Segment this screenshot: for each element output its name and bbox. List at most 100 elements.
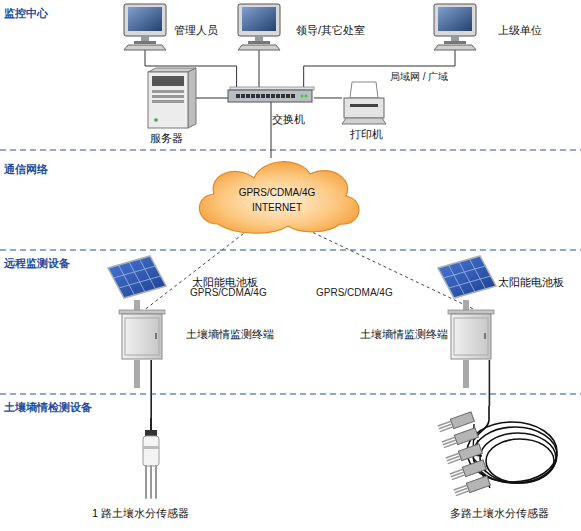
server-icon xyxy=(154,118,158,122)
section-title: 监控中心 xyxy=(4,6,48,21)
section-title: 通信网络 xyxy=(4,162,48,177)
section-divider xyxy=(0,249,581,250)
terminal-box-icon xyxy=(448,310,494,388)
switch-icon xyxy=(276,94,280,98)
single-sensor-icon xyxy=(143,418,159,498)
multi-sensor-icon xyxy=(438,421,453,431)
link-label: GPRS/CDMA/4G xyxy=(316,287,393,298)
solar-panel: 太阳能电池板 xyxy=(438,256,494,300)
multi-sensor-icon xyxy=(442,437,457,447)
switch-icon xyxy=(261,94,265,98)
device-label: 土壤墒情监测终端 xyxy=(186,328,274,341)
printer-icon xyxy=(350,104,378,107)
device-label: 打印机 xyxy=(350,128,383,141)
single-sensor-icon xyxy=(143,446,159,449)
printer: 打印机 xyxy=(342,82,386,124)
solar-panel: 太阳能电池板 xyxy=(108,256,166,300)
switch-icon xyxy=(228,90,312,102)
single-sensor-icon xyxy=(145,430,157,436)
network-link xyxy=(259,50,260,87)
terminal-box-icon xyxy=(119,310,494,388)
sensor-cable xyxy=(489,360,491,406)
switch-icon xyxy=(241,94,245,98)
switch-icon xyxy=(281,94,285,98)
multi-sensor-icon xyxy=(454,485,469,495)
computer-icon xyxy=(434,4,476,50)
switch-icon xyxy=(228,87,314,102)
computer-icon xyxy=(124,4,476,50)
server-icon xyxy=(188,68,196,128)
computer: 上级单位 xyxy=(428,4,482,50)
monitor-terminal: 土壤墒情监测终端 xyxy=(119,310,165,360)
multi-sensor-icon xyxy=(453,476,490,498)
section-divider xyxy=(0,150,581,394)
solar-panel-icon xyxy=(438,256,496,298)
device-label: 服务器 xyxy=(150,132,183,145)
switch-icon xyxy=(236,94,240,98)
device-label: 1 路土壤水分传感器 xyxy=(92,507,189,520)
multi-sensor-icon xyxy=(446,453,461,463)
mounting-pole xyxy=(134,300,140,310)
single-sensor-icon xyxy=(143,436,159,466)
device-label: 管理人员 xyxy=(174,24,218,37)
switch-icon xyxy=(291,94,295,98)
monitor-terminal: 土壤墒情监测终端 xyxy=(448,310,494,360)
device-label: 多路土壤水分传感器 xyxy=(450,507,549,520)
server-icon xyxy=(152,90,184,93)
section-divider xyxy=(0,393,581,394)
network-link xyxy=(304,50,455,87)
soil-sensor: 多路土壤水分传感器 xyxy=(428,406,568,502)
device-label: 交换机 xyxy=(272,113,305,126)
switch-icon xyxy=(256,94,260,98)
device-label: 上级单位 xyxy=(498,24,542,37)
multi-sensor-icon xyxy=(462,460,486,477)
server: 服务器 xyxy=(148,68,196,128)
single-sensor-icon xyxy=(150,418,152,432)
network-link xyxy=(314,97,342,98)
multi-sensor-icon xyxy=(480,433,556,483)
computer-icon xyxy=(124,4,166,50)
switch-icon xyxy=(305,95,308,98)
server-icon xyxy=(152,76,184,86)
device-label: 领导/其它处室 xyxy=(296,24,365,37)
computer: 管理人员 xyxy=(118,4,172,50)
multi-sensor-icon xyxy=(454,428,478,445)
cloud-text: GPRS/CDMA/4G xyxy=(192,186,362,199)
device-label: 太阳能电池板 xyxy=(498,276,564,289)
computer: 领导/其它处室 xyxy=(232,4,286,50)
multi-sensor-icon xyxy=(458,444,482,461)
printer-icon xyxy=(350,82,378,98)
switch: 交换机 xyxy=(228,87,314,102)
device-label: 土壤墒情监测终端 xyxy=(360,328,448,341)
switch-icon xyxy=(246,94,250,98)
switch-icon xyxy=(271,94,275,98)
printer-icon xyxy=(342,118,386,124)
multi-sensor-icon xyxy=(466,476,490,493)
network-note: 局域网 / 广域 xyxy=(390,70,448,84)
server-icon xyxy=(152,95,184,98)
terminal-box-icon xyxy=(119,310,165,388)
section-title: 土壤墒情检测设备 xyxy=(4,400,92,415)
soil-sensor: 1 路土壤水分传感器 xyxy=(133,418,169,500)
single-sensor-icon xyxy=(155,466,157,498)
multi-sensor-icon xyxy=(473,427,557,483)
switch-icon xyxy=(266,94,270,98)
single-sensor-icon xyxy=(150,466,152,498)
solar-panel-icon xyxy=(108,256,166,298)
printer-icon xyxy=(344,98,384,118)
server-icon xyxy=(152,100,184,103)
mounting-pole xyxy=(463,300,469,310)
computer-icon xyxy=(238,4,280,50)
solar-panel-icon xyxy=(108,256,496,298)
section-divider xyxy=(0,149,581,150)
switch-icon xyxy=(251,94,255,98)
printer-icon xyxy=(342,82,386,124)
multi-sensor-icon xyxy=(486,439,554,483)
network-link xyxy=(196,98,228,99)
switch-icon xyxy=(286,94,290,98)
section-title: 远程监测设备 xyxy=(4,256,70,271)
switch-icon xyxy=(301,95,304,98)
wireless-link xyxy=(144,230,248,310)
link-label: GPRS/CDMA/4G xyxy=(190,287,267,298)
